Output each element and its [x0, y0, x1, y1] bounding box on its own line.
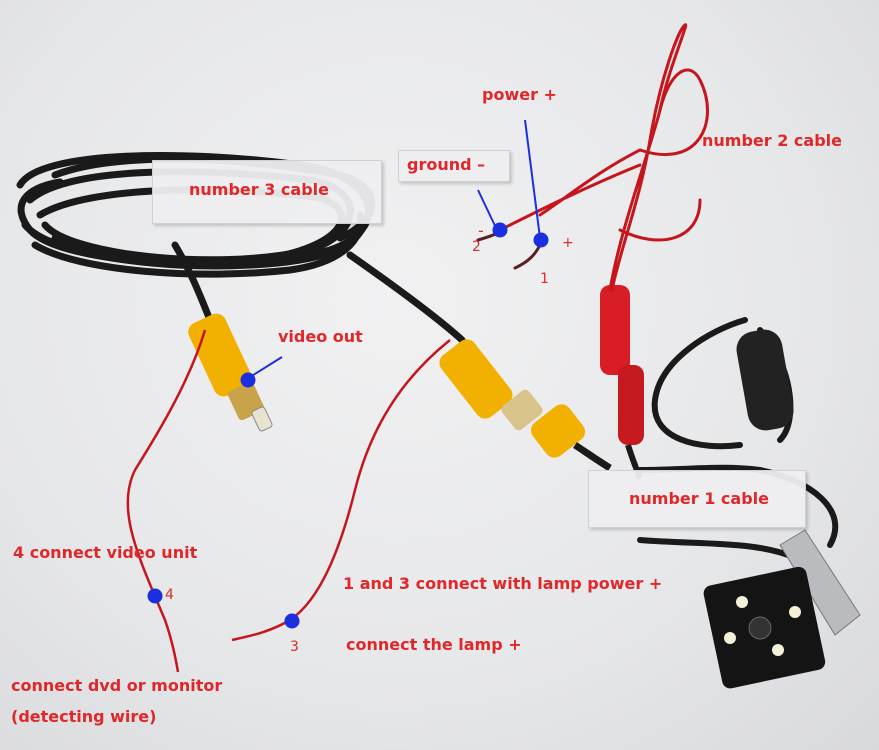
- number-2-red-wire: [476, 23, 709, 292]
- marker-number-2: 2: [472, 239, 481, 255]
- ground-minus-label: ground –: [407, 155, 486, 174]
- marker-number-3: 3: [290, 639, 299, 655]
- marker-minus: -: [478, 221, 484, 240]
- power-dot-marker: [533, 232, 549, 248]
- cable-to-number-1: [346, 251, 466, 344]
- connect-dvd-label: connect dvd or monitor: [11, 676, 223, 695]
- wire-3-dot-marker: [284, 613, 300, 629]
- number-1-cable-label: number 1 cable: [629, 489, 769, 508]
- red-wire-3: [231, 339, 451, 642]
- number-3-cable-box: number 3 cable: [152, 160, 382, 224]
- red-wire-4: [126, 329, 207, 673]
- pointer-lines: [249, 119, 541, 378]
- number-3-cable-label: number 3 cable: [189, 180, 329, 199]
- connect-video-unit-label: 4 connect video unit: [13, 543, 198, 562]
- marker-number-1: 1: [540, 271, 549, 287]
- ground-minus-box: ground –: [398, 150, 510, 182]
- connect-lamp-label: connect the lamp +: [346, 635, 522, 654]
- ground-dot-marker: [492, 222, 508, 238]
- number-1-cable-box: number 1 cable: [588, 470, 806, 528]
- wire-4-dot-marker: [147, 588, 163, 604]
- number-2-cable-label: number 2 cable: [702, 131, 842, 150]
- video-out-dot-marker: [240, 372, 256, 388]
- inline-fuse: [736, 329, 794, 431]
- detecting-wire-label: (detecting wire): [11, 707, 157, 726]
- power-plus-label: power +: [482, 85, 557, 104]
- number-1-plug: [439, 339, 612, 472]
- video-out-label: video out: [278, 327, 363, 346]
- lamp-power-label: 1 and 3 connect with lamp power +: [343, 574, 663, 593]
- marker-number-4: 4: [165, 587, 174, 603]
- red-connector: [600, 285, 644, 480]
- marker-plus: +: [562, 235, 574, 251]
- camera-body: [703, 529, 861, 689]
- cable-to-video-out: [171, 241, 214, 324]
